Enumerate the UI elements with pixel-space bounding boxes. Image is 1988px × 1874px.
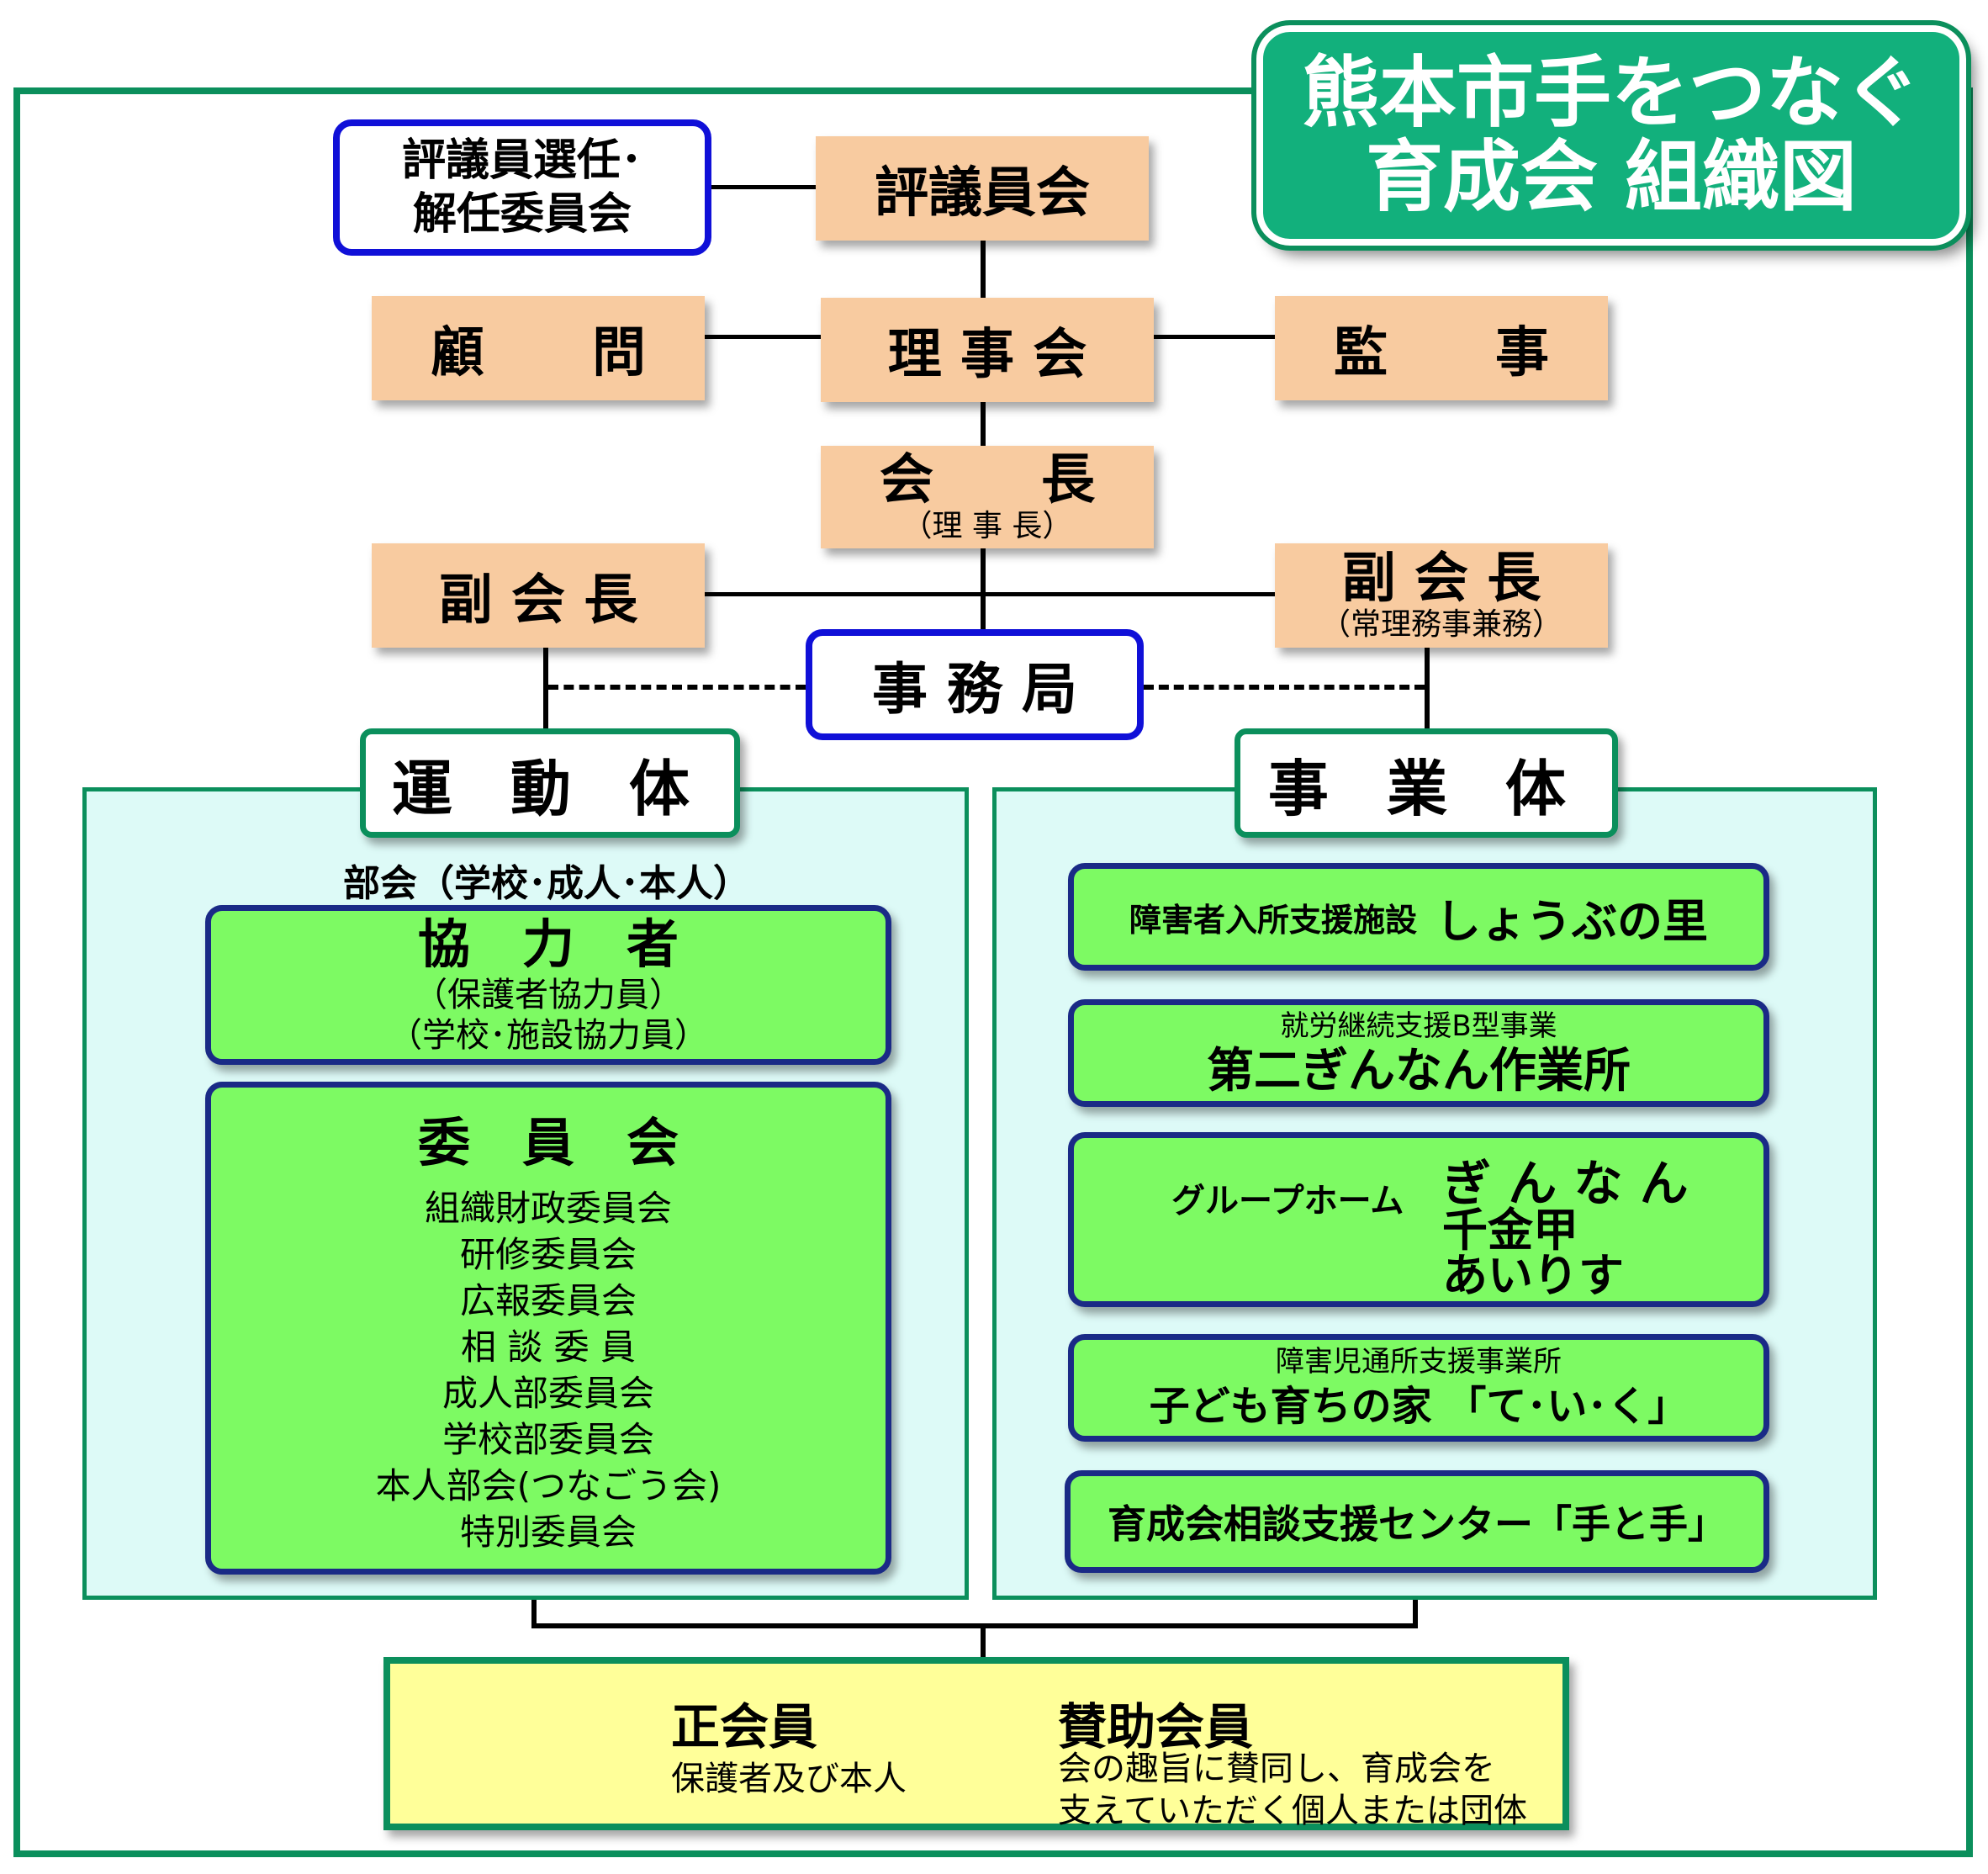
auditor-label: 監 事 bbox=[1334, 322, 1549, 384]
committee-item: 成人部委員会 bbox=[441, 1373, 654, 1414]
board-box: 理 事 会 bbox=[821, 298, 1154, 402]
dashed-link-left bbox=[548, 685, 806, 690]
connector-vice-right-down bbox=[1425, 646, 1430, 740]
facility-ginnan-work-name: 第二ぎんなん作業所 bbox=[1207, 1044, 1631, 1098]
president-label: 会 長 bbox=[880, 449, 1095, 511]
vice-president-right-box: 副 会 長 （常理務事兼務） bbox=[1275, 543, 1608, 648]
vice-president-right-label: 副 会 長 bbox=[1341, 548, 1541, 610]
facility-teiku-box: 障害児通所支援事業所 子ども育ちの家 「て･い･く」 bbox=[1068, 1334, 1769, 1442]
diagram-frame bbox=[13, 87, 1973, 1857]
committee-item: 特別委員会 bbox=[459, 1511, 637, 1553]
connector-board-auditor bbox=[1149, 335, 1275, 339]
supporting-member-line-2: 支えていただく個人または団体 bbox=[1058, 1792, 1527, 1830]
committee-item: 相 談 委 員 bbox=[460, 1326, 637, 1368]
president-sub: （理 事 長） bbox=[901, 509, 1073, 543]
facility-shobu-name: しょうぶの里 bbox=[1435, 894, 1708, 948]
facility-shobu-box: 障害者入所支援施設 しょうぶの里 bbox=[1068, 863, 1769, 971]
council-label: 評議員会 bbox=[875, 162, 1090, 225]
bracket-right-down bbox=[1413, 1596, 1418, 1627]
regular-member-desc: 保護者及び本人 bbox=[671, 1760, 907, 1798]
movement-tab: 運 動 体 bbox=[360, 728, 740, 838]
facility-tetote-box: 育成会相談支援センター「手と手」 bbox=[1065, 1470, 1769, 1573]
board-label: 理 事 会 bbox=[887, 324, 1087, 386]
cooperators-box: 協 力 者 （保護者協力員） （学校･施設協力員） bbox=[205, 905, 891, 1065]
auditor-box: 監 事 bbox=[1275, 296, 1608, 400]
facility-group-home-name-3: あいりす bbox=[1442, 1249, 1624, 1302]
secretariat-box: 事 務 局 bbox=[806, 629, 1144, 740]
title-line-1: 熊本市手をつなぐ bbox=[1301, 48, 1921, 138]
vice-president-right-sub: （常理務事兼務） bbox=[1319, 607, 1562, 642]
supporting-member-title: 賛助会員 bbox=[1058, 1698, 1254, 1755]
secretariat-label: 事 務 局 bbox=[872, 657, 1077, 722]
diagram-title: 熊本市手をつなぐ 育成会 組織図 bbox=[1251, 20, 1971, 251]
committee-item: 研修委員会 bbox=[459, 1234, 637, 1275]
bracket-horizontal bbox=[531, 1623, 1418, 1628]
cooperators-line-2: （学校･施設協力員） bbox=[389, 1016, 708, 1055]
movement-tab-label: 運 動 体 bbox=[391, 753, 709, 824]
movement-subhead: 部会（学校･成人･本人） bbox=[252, 851, 841, 908]
facility-teiku-prefix: 障害児通所支援事業所 bbox=[1276, 1345, 1562, 1379]
facility-ginnan-work-prefix: 就労継続支援B型事業 bbox=[1280, 1009, 1557, 1043]
supporting-member-line-1: 会の趣旨に賛同し、育成会を bbox=[1058, 1750, 1495, 1788]
connector-selection-council bbox=[711, 185, 816, 189]
facility-teiku-name: 子ども育ちの家 「て･い･く」 bbox=[1149, 1383, 1689, 1430]
vice-president-left-label: 副 会 長 bbox=[438, 569, 638, 632]
connector-vice-horizontal bbox=[705, 592, 1275, 596]
connector-advisor-board bbox=[705, 335, 821, 339]
members-box: 正会員 保護者及び本人 賛助会員 会の趣旨に賛同し、育成会を 支えていただく個人… bbox=[383, 1657, 1569, 1830]
movement-subhead-label: 部会（学校･成人･本人） bbox=[343, 862, 750, 905]
regular-member-title: 正会員 bbox=[671, 1698, 818, 1755]
facility-group-home-box: グループホーム ぎ ん な ん 千金甲 あいりす bbox=[1068, 1132, 1769, 1307]
advisor-box: 顧 問 bbox=[372, 296, 705, 400]
facility-group-home-name-1: ぎ ん な ん bbox=[1442, 1155, 1689, 1212]
connector-vice-left-down bbox=[543, 646, 548, 740]
committee-item: 組織財政委員会 bbox=[424, 1188, 672, 1229]
connector-board-president bbox=[981, 402, 986, 446]
president-box: 会 長 （理 事 長） bbox=[821, 446, 1154, 548]
advisor-label: 顧 問 bbox=[431, 322, 646, 384]
selection-committee-line-2: 解任委員会 bbox=[412, 189, 632, 240]
selection-committee-box: 評議員選任･ 解任委員会 bbox=[333, 119, 711, 256]
dashed-link-right bbox=[1144, 685, 1425, 690]
committees-box: 委 員 会 組織財政委員会 研修委員会 広報委員会 相 談 委 員 成人部委員会… bbox=[205, 1082, 891, 1575]
committee-item: 広報委員会 bbox=[459, 1280, 637, 1321]
cooperators-line-1: （保護者協力員） bbox=[414, 976, 683, 1014]
committee-item: 学校部委員会 bbox=[441, 1419, 654, 1460]
facility-ginnan-work-box: 就労継続支援B型事業 第二ぎんなん作業所 bbox=[1068, 999, 1769, 1107]
business-tab-label: 事 業 体 bbox=[1267, 753, 1585, 824]
connector-council-board bbox=[981, 241, 986, 299]
facility-shobu-prefix: 障害者入所支援施設 bbox=[1129, 901, 1417, 939]
facility-group-home-prefix: グループホーム bbox=[1171, 1182, 1404, 1220]
cooperators-title: 協 力 者 bbox=[417, 913, 679, 975]
facility-group-home-name-2: 千金甲 bbox=[1442, 1204, 1578, 1257]
connector-president-secretariat bbox=[981, 548, 986, 629]
council-box: 評議員会 bbox=[816, 136, 1149, 241]
vice-president-left-box: 副 会 長 bbox=[372, 543, 705, 648]
bracket-left-down bbox=[531, 1596, 537, 1627]
facility-tetote-name: 育成会相談支援センター「手と手」 bbox=[1108, 1501, 1726, 1547]
committees-title: 委 員 会 bbox=[417, 1112, 679, 1173]
business-tab: 事 業 体 bbox=[1235, 728, 1618, 838]
selection-committee-line-1: 評議員選任･ bbox=[401, 135, 642, 186]
bracket-center-down bbox=[981, 1623, 986, 1659]
committee-item: 本人部会(つなごう会) bbox=[375, 1465, 722, 1506]
title-line-2: 育成会 組織図 bbox=[1365, 132, 1858, 222]
